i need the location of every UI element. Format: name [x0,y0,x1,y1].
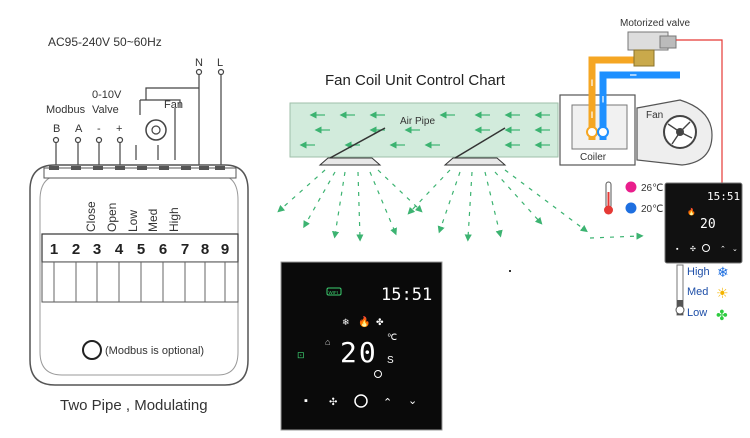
menu-button[interactable]: ▪ [304,395,308,407]
svg-text:⌃: ⌃ [720,245,726,253]
speed-high-label: High [687,266,710,278]
clock-icon [374,370,382,378]
wiring-diagram: AC95-240V 50~60Hz N L 0-10V Modbus Valve… [29,35,249,414]
fan-speed-selector [675,264,685,316]
terminal-minus-label: - [97,123,101,135]
fan-mode-icon: ✤ [376,317,384,327]
small-thermostat-flame-icon: 🔥 [687,207,696,216]
hot-temp-dot [625,181,637,193]
terminal-block [41,233,239,263]
wifi-badge-icon [326,287,342,296]
air-diffuser [318,127,386,166]
relay-close-label: Close [84,201,98,232]
hot-temp-label: 26℃ [641,183,663,194]
small-thermostat: 15:51 🔥 20 ▪ ✣ ⌃ ⌄ [664,182,743,264]
cold-temp-label: 20℃ [641,204,663,215]
live-label: L [217,57,223,69]
terminal-number: 7 [181,241,189,258]
terminal-number: 4 [115,241,124,258]
snowflake-mode-icon: ❄ [342,317,350,327]
terminal-plus-label: + [116,123,122,135]
terminal-number: 3 [93,241,101,258]
modbus-note: (Modbus is optional) [105,345,204,357]
thermometer-icon [604,181,613,215]
modbus-label: Modbus [46,104,86,116]
valve-label: Valve [92,104,119,116]
cold-temp-dot [625,202,637,214]
air-pipe-label: Air Pipe [400,116,435,127]
temperature-unit: ℃ [387,332,397,342]
terminal-number: 1 [50,241,58,258]
outflow-arrows [277,169,644,242]
svg-text:✣: ✣ [690,245,696,253]
valve-control-wire [676,39,723,183]
relay-open-label: Open [105,203,119,232]
chart-title: Fan Coil Unit Control Chart [325,72,506,89]
relay-high-label: High [167,207,181,232]
down-button[interactable]: ⌄ [408,395,417,407]
svg-text:▪: ▪ [676,246,679,253]
motorized-valve-icon [627,31,677,67]
modbus-port-icon [82,340,102,360]
diagram-caption: Two Pipe , Modulating [60,397,208,414]
airflow-arrows [299,111,550,149]
small-thermostat-clock: 15:51 [707,190,740,203]
fan-button[interactable]: ✣ [329,397,337,408]
thermostat-panel: WIFI 15:51 ⌂ ❄ 🔥 ✤ ⊡ 20 ℃ S [280,261,443,431]
relay-low-label: Low [126,210,140,232]
control-wires [52,68,225,210]
speed-low-label: Low [687,307,707,319]
heat-mode-icon: 🔥 [358,315,370,328]
small-thermostat-buttons: ▪ ✣ ⌃ ⌄ [676,245,738,253]
terminal-b-label: B [53,123,60,135]
motorized-valve-label: Motorized valve [620,18,690,29]
clock-display: 15:51 [381,285,432,305]
terminal-a-label: A [75,123,83,135]
snowflake-icon: ❄ [717,264,729,280]
terminal-number: 5 [137,241,145,258]
lock-icon: ⊡ [297,350,305,360]
signal-range-label: 0-10V [92,89,122,101]
neutral-label: N [195,57,203,69]
terminal-number: 2 [72,241,80,258]
sun-icon: ☀ [716,285,729,301]
coiler-label: Coiler [580,152,607,163]
svg-text:⌄: ⌄ [732,246,738,253]
fan-blade-icon: ✤ [716,307,728,323]
temperature-display: 20 [340,336,378,369]
home-icon: ⌂ [325,337,330,347]
fan-unit-label: Fan [646,110,663,121]
cold-water-pipe [599,71,680,140]
terminal-number: 8 [201,241,209,258]
air-diffuser [443,127,507,166]
supply-voltage-label: AC95-240V 50~60Hz [48,35,162,49]
fan-label: Fan [164,99,183,111]
up-button[interactable]: ⌃ [383,397,392,409]
mode-indicator: S [387,355,394,366]
terminal-number: 9 [221,241,229,258]
power-button[interactable] [354,394,368,408]
terminal-number: 6 [159,241,167,258]
fan-motor-icon [145,119,167,141]
relay-med-label: Med [146,209,160,232]
speed-med-label: Med [687,286,708,298]
small-thermostat-temp: 20 [700,217,716,232]
wifi-badge-label: WIFI [329,290,339,295]
thermostat-buttons: ▪ ✣ ⌃ ⌄ [304,394,417,409]
